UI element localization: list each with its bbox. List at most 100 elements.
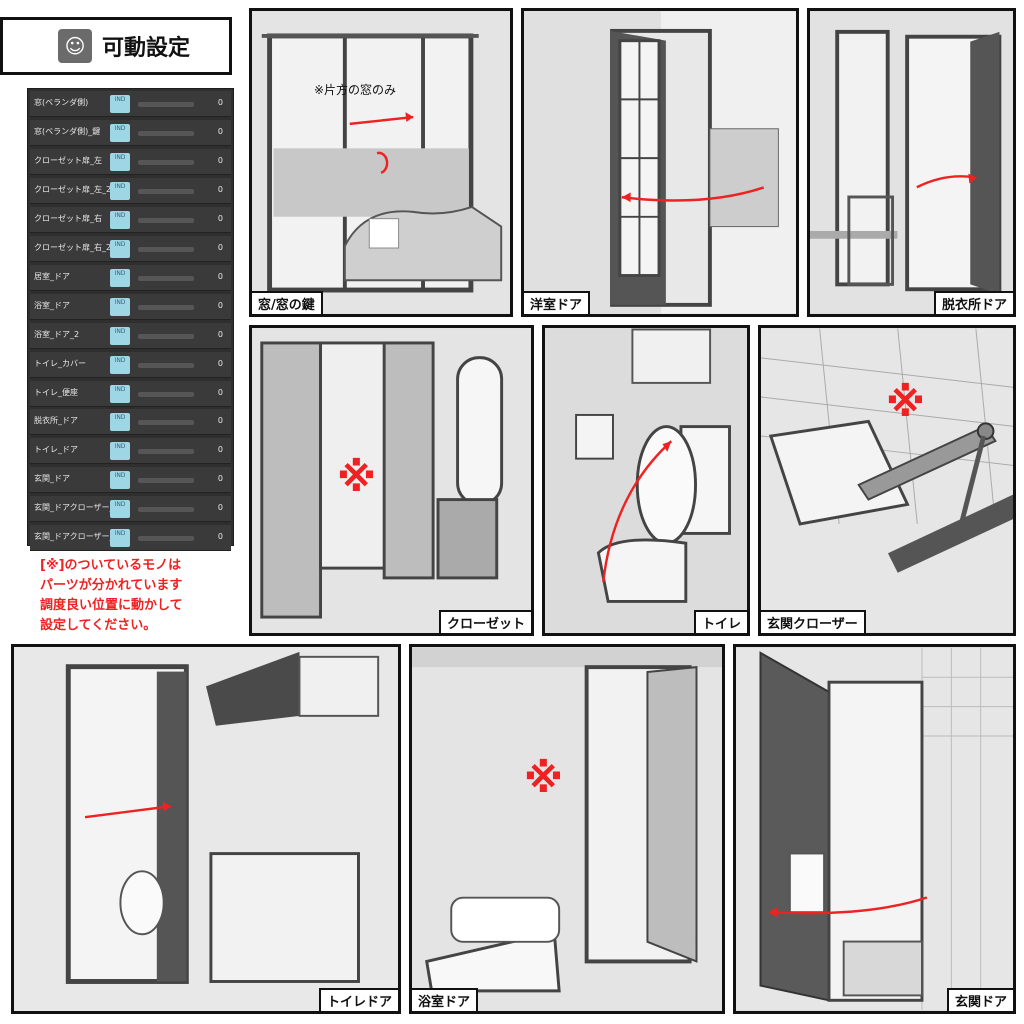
ind-toggle-icon[interactable]: IND bbox=[110, 182, 130, 200]
param-value[interactable]: 0 bbox=[217, 243, 223, 252]
param-label: トイレ_カバー bbox=[34, 359, 86, 368]
param-value[interactable]: 0 bbox=[217, 503, 223, 512]
panel-entrance-door: 玄関ドア bbox=[733, 644, 1016, 1014]
western-door-label: 洋室ドア bbox=[524, 291, 591, 314]
param-value[interactable]: 0 bbox=[217, 301, 223, 310]
param-row[interactable]: 窓(ベランダ側)_鍵 IND 0 bbox=[30, 120, 231, 146]
toilet-door-label: トイレドア bbox=[318, 988, 398, 1011]
param-value[interactable]: 0 bbox=[217, 156, 223, 165]
title-box: ☺ 可動設定 bbox=[0, 17, 232, 75]
ind-toggle-icon[interactable]: IND bbox=[110, 124, 130, 142]
panel-closet: ※ クローゼット bbox=[249, 325, 534, 636]
param-value[interactable]: 0 bbox=[217, 474, 223, 483]
toilet-illustration bbox=[545, 328, 747, 632]
param-slider[interactable] bbox=[138, 449, 194, 454]
param-row[interactable]: 浴室_ドア IND 0 bbox=[30, 294, 231, 320]
separate-parts-mark: ※ bbox=[886, 380, 925, 426]
window-illustration bbox=[252, 11, 510, 314]
ind-toggle-icon[interactable]: IND bbox=[110, 240, 130, 258]
panel-western-door: 洋室ドア bbox=[521, 8, 799, 317]
ind-toggle-icon[interactable]: IND bbox=[110, 211, 130, 229]
param-value[interactable]: 0 bbox=[217, 445, 223, 454]
param-slider[interactable] bbox=[138, 507, 194, 512]
note-text: [※]のついているモノは パーツが分かれています 調度良い位置に動かして 設定し… bbox=[40, 558, 183, 633]
param-label: クローゼット扉_右_2 bbox=[34, 243, 112, 252]
ind-toggle-icon[interactable]: IND bbox=[110, 356, 130, 374]
param-slider[interactable] bbox=[138, 334, 194, 339]
ind-toggle-icon[interactable]: IND bbox=[110, 500, 130, 518]
ind-toggle-icon[interactable]: IND bbox=[110, 95, 130, 113]
param-label: 浴室_ドア bbox=[34, 301, 70, 310]
ind-toggle-icon[interactable]: IND bbox=[110, 153, 130, 171]
ind-toggle-icon[interactable]: IND bbox=[110, 529, 130, 547]
ind-toggle-icon[interactable]: IND bbox=[110, 327, 130, 345]
panel-entrance-closer: ※ 玄関クローザー bbox=[758, 325, 1016, 636]
dressing-door-illustration bbox=[810, 12, 1013, 313]
param-slider[interactable] bbox=[138, 160, 194, 165]
param-value[interactable]: 0 bbox=[217, 272, 223, 281]
ind-toggle-icon[interactable]: IND bbox=[110, 413, 130, 431]
page-title: 可動設定 bbox=[102, 36, 191, 61]
param-slider[interactable] bbox=[138, 189, 194, 194]
ind-toggle-icon[interactable]: IND bbox=[110, 442, 130, 460]
param-label: 窓(ベランダ側) bbox=[34, 98, 89, 107]
panel-toilet-door: トイレドア bbox=[11, 644, 401, 1014]
param-slider[interactable] bbox=[138, 218, 194, 223]
param-value[interactable]: 0 bbox=[217, 532, 223, 541]
param-slider[interactable] bbox=[138, 247, 194, 252]
param-label: 玄関_ドアクローザー_B bbox=[34, 532, 119, 541]
param-slider[interactable] bbox=[138, 420, 194, 425]
ind-toggle-icon[interactable]: IND bbox=[110, 269, 130, 287]
param-slider[interactable] bbox=[138, 478, 194, 483]
ind-toggle-icon[interactable]: IND bbox=[110, 471, 130, 489]
param-value[interactable]: 0 bbox=[217, 330, 223, 339]
entrance-door-illustration bbox=[736, 647, 1013, 1011]
param-value[interactable]: 0 bbox=[217, 416, 223, 425]
toilet-door-illustration bbox=[14, 647, 398, 1011]
param-value[interactable]: 0 bbox=[217, 127, 223, 136]
bath-door-illustration bbox=[412, 647, 722, 1011]
ind-toggle-icon[interactable]: IND bbox=[110, 298, 130, 316]
param-row[interactable]: 窓(ベランダ側) IND 0 bbox=[30, 91, 231, 117]
param-slider[interactable] bbox=[138, 392, 194, 397]
entrance-closer-label: 玄関クローザー bbox=[761, 610, 866, 633]
param-row[interactable]: 脱衣所_ドア IND 0 bbox=[30, 409, 231, 435]
closet-label: クローゼット bbox=[438, 610, 531, 633]
panel-dressing-door: 脱衣所ドア bbox=[807, 8, 1016, 317]
door-closer-illustration bbox=[761, 328, 1013, 633]
param-value[interactable]: 0 bbox=[217, 214, 223, 223]
param-slider[interactable] bbox=[138, 536, 194, 541]
param-label: 窓(ベランダ側)_鍵 bbox=[34, 127, 101, 136]
ind-toggle-icon[interactable]: IND bbox=[110, 385, 130, 403]
bath-door-label: 浴室ドア bbox=[412, 988, 479, 1011]
closet-illustration bbox=[252, 328, 531, 633]
param-slider[interactable] bbox=[138, 102, 194, 107]
toilet-label: トイレ bbox=[693, 610, 747, 633]
param-slider[interactable] bbox=[138, 276, 194, 281]
dressing-door-label: 脱衣所ドア bbox=[933, 291, 1013, 314]
param-value[interactable]: 0 bbox=[217, 359, 223, 368]
param-slider[interactable] bbox=[138, 131, 194, 136]
param-value[interactable]: 0 bbox=[217, 388, 223, 397]
param-slider[interactable] bbox=[138, 363, 194, 368]
param-label: クローゼット扉_左_2 bbox=[34, 185, 112, 194]
param-slider[interactable] bbox=[138, 305, 194, 310]
param-value[interactable]: 0 bbox=[217, 98, 223, 107]
morph-icon: ☺ bbox=[58, 29, 92, 63]
param-label: 脱衣所_ドア bbox=[34, 416, 78, 425]
entrance-door-label: 玄関ドア bbox=[946, 988, 1013, 1011]
param-value[interactable]: 0 bbox=[217, 185, 223, 194]
param-row[interactable]: トイレ_カバー IND 0 bbox=[30, 352, 231, 378]
